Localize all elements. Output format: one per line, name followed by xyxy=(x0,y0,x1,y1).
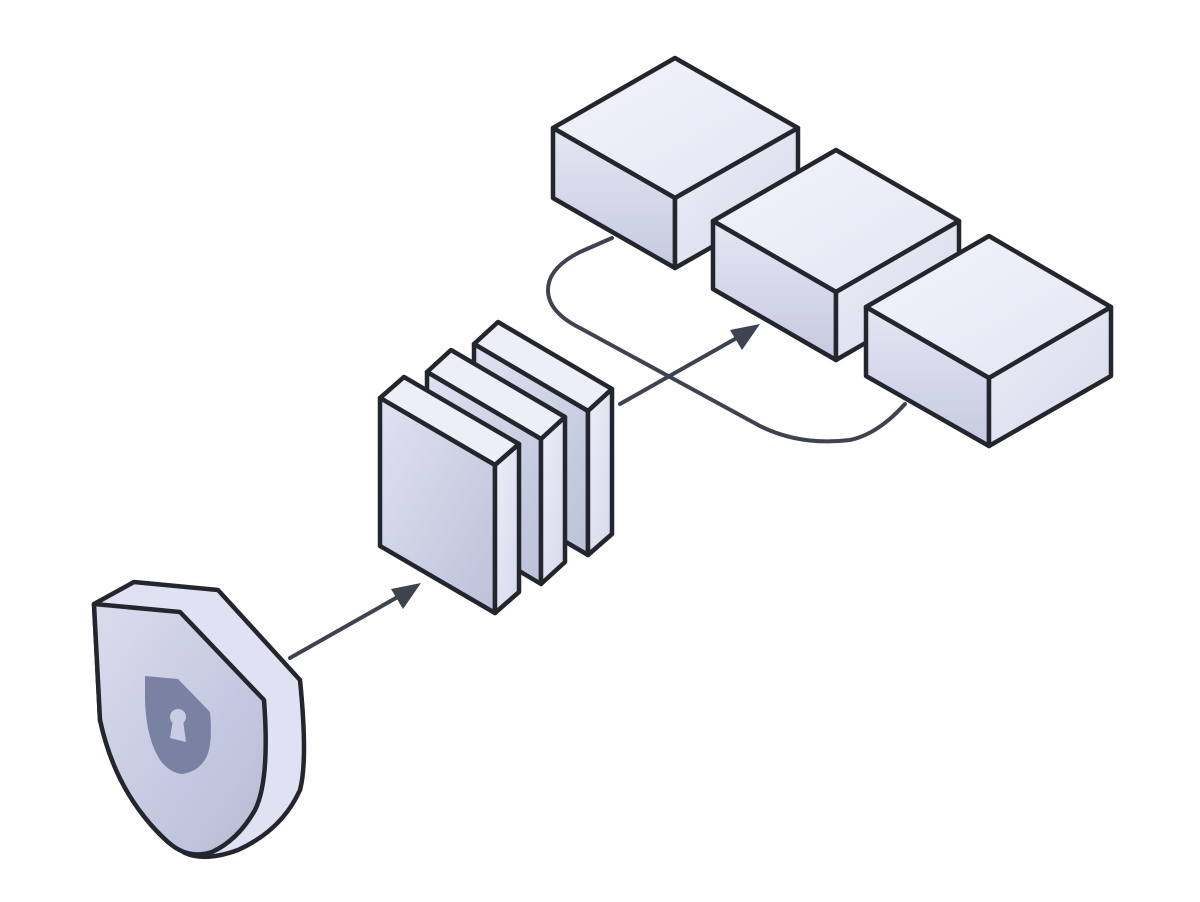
arrowhead-icon xyxy=(730,324,760,350)
arrowhead-icon xyxy=(391,583,421,609)
curved-connector-line xyxy=(546,236,907,444)
arrow-gateway-to-box-line xyxy=(618,333,744,406)
cube-icon xyxy=(550,55,801,271)
cube-icon xyxy=(863,233,1114,449)
stacked-panels-icon xyxy=(377,319,615,616)
arrow-shield-to-gateway-line xyxy=(288,592,405,660)
keyhole-icon xyxy=(170,709,186,742)
shield-keyhole-icon xyxy=(91,579,307,860)
